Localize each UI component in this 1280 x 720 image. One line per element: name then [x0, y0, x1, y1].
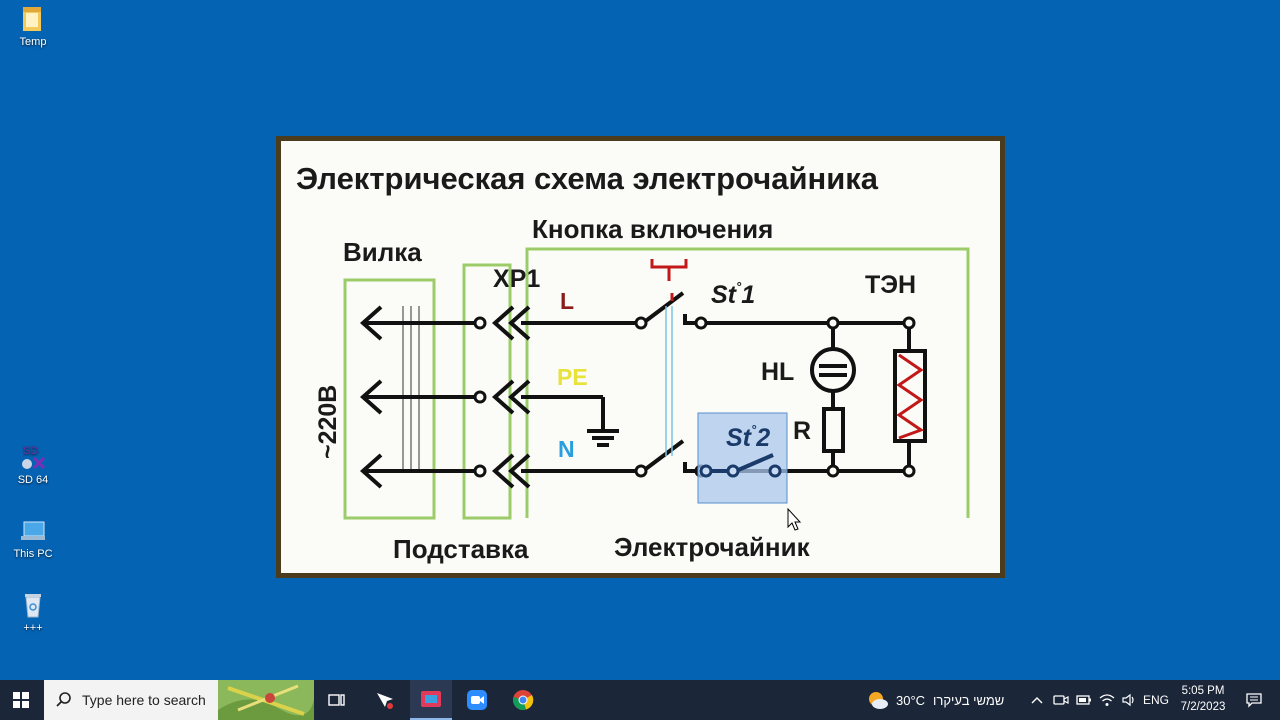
label-stand: Подставка: [393, 534, 529, 564]
folder-icon: [23, 7, 41, 31]
label-ten: ТЭН: [865, 271, 916, 299]
tray-network[interactable]: [1096, 680, 1118, 720]
label-hl: HL: [761, 358, 794, 386]
weather-description: שמשי בעיקרו: [933, 692, 1005, 708]
taskbar-search-box[interactable]: Type here to search: [44, 680, 314, 720]
search-icon: [56, 692, 71, 707]
circuit-diagram: Электрическая схема электрочайника Кнопк…: [296, 161, 970, 564]
sd64-app-icon: SD: [22, 445, 46, 470]
taskbar-app-chrome[interactable]: [502, 680, 544, 720]
notification-icon: [1246, 693, 1262, 708]
tray-battery[interactable]: [1073, 680, 1095, 720]
svg-text:St°2: St°2: [726, 422, 770, 452]
desktop-icon-recycle-bin[interactable]: +++: [0, 590, 66, 634]
selection-rectangle[interactable]: [697, 412, 788, 504]
show-hidden-icons-button[interactable]: [1028, 680, 1046, 720]
recycle-bin-icon: [25, 594, 41, 618]
search-highlight-banner: [218, 680, 314, 720]
mouse-cursor-icon: [787, 507, 802, 531]
weather-temperature: 30°C: [896, 692, 926, 708]
speaker-icon: [1122, 693, 1134, 707]
zoom-app-icon: [467, 690, 487, 710]
label-plug: Вилка: [343, 237, 422, 267]
battery-icon: [1076, 695, 1091, 705]
task-view-button[interactable]: [318, 680, 356, 720]
desktop-icon-sd64[interactable]: SD SD 64: [0, 442, 66, 486]
taskbar-app-zoom[interactable]: [456, 680, 498, 720]
desktop-icon-this-pc[interactable]: This PC: [0, 516, 66, 560]
heater-ten: [893, 349, 927, 443]
this-pc-icon: [21, 521, 45, 540]
wifi-icon: [1099, 694, 1115, 706]
label-r: R: [793, 417, 811, 445]
label-st1-number: 1: [741, 281, 755, 309]
camera-icon: [1053, 695, 1069, 705]
windows-icon: [13, 692, 29, 708]
label-pe: PE: [557, 364, 588, 390]
pen-app-icon: [377, 693, 393, 709]
language-indicator: ENG: [1142, 693, 1169, 707]
label-st2-number: 2: [755, 424, 770, 452]
label-st2-degree: °: [751, 422, 757, 437]
media-app-icon: [421, 691, 441, 707]
sd64-badge-text: SD: [23, 445, 38, 457]
label-n: N: [558, 436, 575, 462]
weather-sun-cloud-icon: [869, 692, 888, 709]
lamp-hl: [810, 347, 856, 393]
diagram-title: Электрическая схема электрочайника: [296, 161, 879, 196]
desktop-icon-label: This PC: [13, 548, 53, 560]
tray-volume[interactable]: [1118, 680, 1140, 720]
clock-time: 5:05 PM: [1181, 685, 1225, 697]
search-placeholder: Type here to search: [82, 692, 206, 708]
label-st1: St: [711, 281, 738, 309]
tray-meet-now[interactable]: [1050, 680, 1072, 720]
weather-widget[interactable]: 30°C שמשי בעיקרו: [866, 680, 1016, 720]
clock-date: 7/2/2023: [1180, 701, 1226, 713]
task-view-icon: [328, 694, 345, 706]
svg-text:St°1: St°1: [711, 279, 755, 309]
label-l: L: [560, 288, 574, 314]
taskbar-app-media[interactable]: [410, 680, 452, 720]
taskbar-clock[interactable]: 5:05 PM 7/2/2023: [1170, 683, 1236, 715]
label-st1-degree: °: [736, 279, 742, 294]
label-xp1: XP1: [493, 265, 540, 293]
desktop-icon-label: Temp: [19, 36, 47, 48]
taskbar: Type here to search: [0, 680, 1280, 720]
desktop-icon-label: SD 64: [17, 474, 49, 486]
label-kettle: Электрочайник: [614, 532, 811, 562]
chrome-icon: [513, 690, 534, 710]
chevron-up-icon: [1031, 697, 1043, 704]
stand-frame: [462, 263, 512, 520]
resistor-r: [822, 407, 845, 453]
label-button: Кнопка включения: [532, 214, 773, 244]
desktop-icon-label: +++: [23, 622, 43, 634]
label-voltage: ~220В: [314, 385, 342, 459]
start-button[interactable]: [0, 680, 42, 720]
notification-center-button[interactable]: [1240, 680, 1268, 720]
desktop-icon-temp[interactable]: Temp: [0, 4, 66, 48]
taskbar-app-pen[interactable]: [364, 680, 404, 720]
label-st2: St: [726, 424, 753, 452]
image-viewer: Электрическая схема электрочайника Кнопк…: [276, 136, 1005, 578]
input-language[interactable]: ENG: [1141, 680, 1171, 720]
